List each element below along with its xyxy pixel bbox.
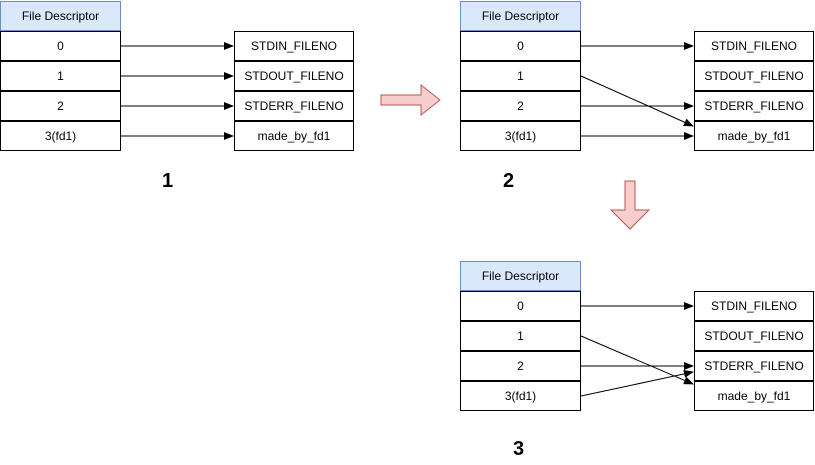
transition-arrow-right: [380, 83, 441, 117]
fd-table-header: File Descriptor: [0, 1, 121, 31]
fd-row-2: 2: [460, 351, 581, 381]
target-stderr: STDERR_FILENO: [694, 91, 814, 121]
step-label-2: 2: [503, 170, 515, 192]
target-stderr: STDERR_FILENO: [694, 351, 814, 381]
target-stdin: STDIN_FILENO: [694, 31, 814, 61]
target-stdout: STDOUT_FILENO: [694, 61, 814, 91]
fd-row-1: 1: [460, 321, 581, 351]
target-stdin: STDIN_FILENO: [234, 31, 354, 61]
fd-row-1: 1: [460, 61, 581, 91]
target-made-by-fd1: made_by_fd1: [694, 381, 814, 411]
target-stderr: STDERR_FILENO: [234, 91, 354, 121]
fd-table-header: File Descriptor: [460, 1, 581, 31]
fd-row-1: 1: [0, 61, 121, 91]
transition-arrow-down: [609, 180, 651, 230]
target-stdin: STDIN_FILENO: [694, 291, 814, 321]
fd-row-2: 2: [0, 91, 121, 121]
fd-row-0: 0: [460, 291, 581, 321]
target-stdout: STDOUT_FILENO: [694, 321, 814, 351]
fd-row-3: 3(fd1): [0, 121, 121, 151]
target-made-by-fd1: made_by_fd1: [694, 121, 814, 151]
target-made-by-fd1: made_by_fd1: [234, 121, 354, 151]
fd-row-0: 0: [460, 31, 581, 61]
step-label-1: 1: [162, 170, 174, 192]
fd-row-3: 3(fd1): [460, 381, 581, 411]
fd-row-3: 3(fd1): [460, 121, 581, 151]
link-fd1-made-by-fd1: [580, 75, 694, 127]
fd-table-header: File Descriptor: [460, 261, 581, 291]
target-stdout: STDOUT_FILENO: [234, 61, 354, 91]
link-fd1-made-by-fd1: [580, 335, 694, 385]
fd-row-2: 2: [460, 91, 581, 121]
link-fd3-stderr: [580, 369, 694, 397]
fd-row-0: 0: [0, 31, 121, 61]
step-label-3: 3: [513, 438, 525, 460]
